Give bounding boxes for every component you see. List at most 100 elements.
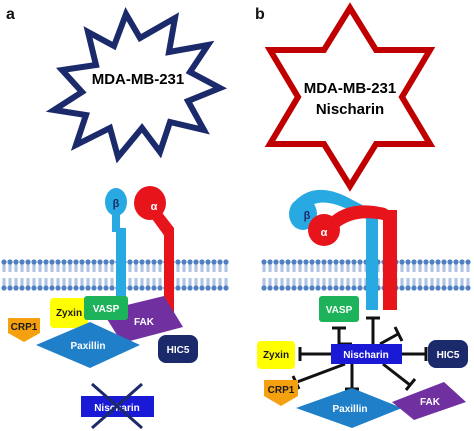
lipid-head-inner — [435, 277, 441, 291]
lipid-head-inner — [97, 277, 103, 291]
lipid-head-outer — [109, 259, 115, 273]
lipid-head-outer — [31, 259, 37, 273]
lipid-head-outer — [453, 259, 459, 273]
lipid-head-inner — [345, 277, 351, 291]
lipid-head-inner — [199, 277, 205, 291]
lipid-head-inner — [297, 277, 303, 291]
fak-shape-b — [392, 382, 466, 420]
nischarin-box-b — [331, 344, 402, 364]
paxillin-label-a: Paxillin — [70, 341, 105, 352]
lipid-head-inner — [1, 277, 7, 291]
hic5-label-b: HIC5 — [437, 350, 460, 361]
lipid-head-outer — [261, 259, 267, 273]
cell-line-label-b-2: Nischarin — [316, 101, 384, 118]
zyxin-label-b: Zyxin — [263, 350, 289, 361]
lipid-head-outer — [297, 259, 303, 273]
lipid-head-inner — [417, 277, 423, 291]
lipid-head-outer — [465, 259, 471, 273]
lipid-head-inner — [399, 277, 405, 291]
lipid-head-outer — [49, 259, 55, 273]
lipid-head-outer — [157, 259, 163, 273]
lipid-head-inner — [103, 277, 109, 291]
lipid-head-outer — [205, 259, 211, 273]
lipid-head-inner — [127, 277, 133, 291]
lipid-head-inner — [411, 277, 417, 291]
lipid-head-outer — [423, 259, 429, 273]
lipid-head-outer — [73, 259, 79, 273]
lipid-head-inner — [267, 277, 273, 291]
lipid-head-inner — [55, 277, 61, 291]
lipid-head-inner — [453, 277, 459, 291]
lipid-head-outer — [7, 259, 13, 273]
panel-b-letter: b — [255, 6, 265, 23]
lipid-head-inner — [333, 277, 339, 291]
absence-cross-icon — [91, 382, 143, 430]
lipid-head-inner — [43, 277, 49, 291]
lipid-head-outer — [43, 259, 49, 273]
lipid-head-inner — [447, 277, 453, 291]
lipid-head-outer — [327, 259, 333, 273]
lipid-head-outer — [193, 259, 199, 273]
lipid-head-outer — [333, 259, 339, 273]
lipid-head-outer — [417, 259, 423, 273]
lipid-head-inner — [357, 277, 363, 291]
vasp-shape-b — [319, 296, 359, 322]
lipid-head-outer — [85, 259, 91, 273]
lipid-head-outer — [223, 259, 229, 273]
integrin-beta-a: β — [105, 188, 127, 310]
lipid-head-inner — [145, 277, 151, 291]
lipid-head-inner — [193, 277, 199, 291]
lipid-head-inner — [223, 277, 229, 291]
lipid-head-inner — [109, 277, 115, 291]
lipid-head-inner — [175, 277, 181, 291]
lipid-head-outer — [303, 259, 309, 273]
lipid-head-outer — [217, 259, 223, 273]
cell-line-label-a: MDA-MB-231 — [92, 71, 185, 88]
lipid-head-outer — [133, 259, 139, 273]
hic5-shape-b — [428, 340, 468, 368]
paxillin-shape-a — [36, 322, 140, 368]
lipid-head-inner — [423, 277, 429, 291]
cell-line-label-b-1: MDA-MB-231 — [304, 80, 397, 97]
lipid-head-inner — [19, 277, 25, 291]
hic5-label-a: HIC5 — [167, 345, 190, 356]
lipid-head-outer — [151, 259, 157, 273]
cell-line-star-b — [264, 2, 436, 192]
zyxin-label-a: Zyxin — [56, 308, 82, 319]
lipid-head-outer — [279, 259, 285, 273]
lipid-head-inner — [339, 277, 345, 291]
lipid-head-outer — [181, 259, 187, 273]
lipid-head-inner — [211, 277, 217, 291]
lipid-head-outer — [25, 259, 31, 273]
lipid-head-outer — [321, 259, 327, 273]
nischarin-label-b: Nischarin — [343, 350, 389, 361]
lipid-head-inner — [291, 277, 297, 291]
lipid-head-outer — [441, 259, 447, 273]
lipid-head-outer — [315, 259, 321, 273]
lipid-head-inner — [327, 277, 333, 291]
lipid-head-outer — [411, 259, 417, 273]
lipid-head-inner — [181, 277, 187, 291]
lipid-head-inner — [73, 277, 79, 291]
lipid-head-outer — [351, 259, 357, 273]
lipid-head-inner — [91, 277, 97, 291]
cell-membrane-a — [1, 259, 229, 291]
integrin-beta-label-a: β — [113, 198, 120, 210]
fak-label-a: FAK — [134, 317, 155, 328]
lipid-head-outer — [285, 259, 291, 273]
vasp-label-b: VASP — [326, 305, 353, 316]
integrin-beta-label-b: β — [304, 210, 311, 222]
integrin-alpha-b: α — [308, 205, 397, 310]
lipid-head-inner — [285, 277, 291, 291]
lipid-head-inner — [205, 277, 211, 291]
hic5-shape-a — [158, 335, 198, 363]
vasp-shape-a — [84, 296, 128, 320]
integrin-alpha-a: α — [134, 186, 174, 318]
lipid-head-inner — [217, 277, 223, 291]
lipid-head-inner — [321, 277, 327, 291]
lipid-head-inner — [85, 277, 91, 291]
integrin-beta-b: β — [289, 189, 378, 310]
vasp-label-a: VASP — [93, 304, 120, 315]
nischarin-label-a: Nischarin — [94, 403, 140, 414]
lipid-head-outer — [273, 259, 279, 273]
